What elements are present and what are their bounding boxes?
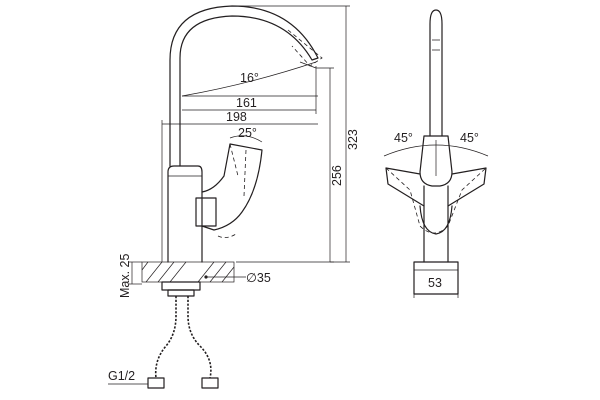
dim-max-25: Max. 25 xyxy=(118,253,132,298)
dim-hole-diameter: ∅35 xyxy=(246,271,271,285)
mounting-nut xyxy=(161,281,201,291)
dim-thread: G1/2 xyxy=(108,369,135,383)
front-handle-swing xyxy=(385,167,487,235)
lever-handle xyxy=(195,143,263,238)
front-spout xyxy=(429,9,443,137)
dim-256: 256 xyxy=(330,165,344,186)
dim-spout-angle: 16° xyxy=(240,71,259,85)
dimension-lines xyxy=(108,5,350,385)
hose-connector-left xyxy=(147,377,165,389)
dim-angle-left: 45° xyxy=(394,131,413,145)
front-body xyxy=(419,135,453,187)
dim-lever-angle: 25° xyxy=(238,126,257,140)
dim-323: 323 xyxy=(346,129,360,150)
hose-connector-right xyxy=(201,377,219,389)
hose-right xyxy=(187,296,212,379)
countertop-section xyxy=(141,261,235,283)
front-base xyxy=(413,261,459,295)
side-view: 16° 161 198 25° 256 323 Max. 25 ∅35 G1/2 xyxy=(108,5,360,389)
dim-angle-right: 45° xyxy=(460,131,479,145)
faucet-body xyxy=(167,165,203,263)
hose-left xyxy=(154,296,177,379)
spout xyxy=(169,5,319,167)
front-view: 45° 45° 53 xyxy=(383,9,489,298)
dim-base-width: 53 xyxy=(428,276,442,290)
dim-198: 198 xyxy=(226,110,247,124)
dim-161: 161 xyxy=(236,96,257,110)
